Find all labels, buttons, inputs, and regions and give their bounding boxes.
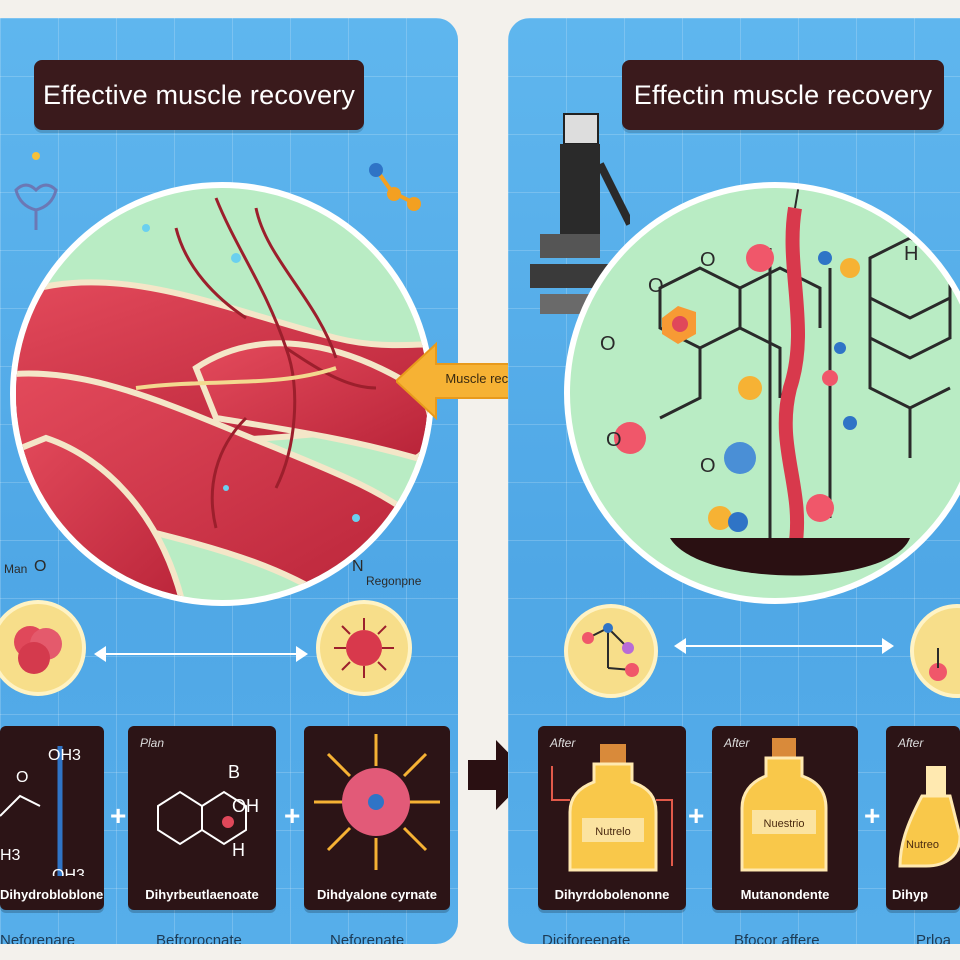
- card-label-r2: Mutanondente: [740, 887, 830, 902]
- chem-letter-o4: O: [606, 429, 622, 451]
- chem-text-oh: OH: [232, 796, 259, 816]
- molecule-icon: [369, 163, 421, 211]
- chem-text-b: B: [228, 762, 240, 782]
- comparison-arrow: [94, 646, 308, 662]
- chem-letter-o5: O: [700, 455, 716, 477]
- card-corner-r2: After: [724, 736, 750, 750]
- side-label-n: N: [352, 558, 364, 575]
- flask-graphic: Nutreo: [898, 766, 960, 868]
- transition-arrow-icon: [468, 740, 530, 810]
- after-cell-circle: [316, 600, 412, 696]
- card-corner-2: Plan: [140, 736, 165, 750]
- side-label-o: O: [34, 558, 47, 575]
- muscle-illustration: [10, 182, 434, 606]
- chem-text-o: O: [16, 769, 28, 786]
- small-molecule-icon: [582, 623, 639, 677]
- burst-cell-graphic: [314, 734, 440, 870]
- supplement-bottle-1: Nutrelo: [551, 744, 673, 872]
- muscle-fibers-graphic: [16, 197, 428, 600]
- molecule-small-circle: [564, 604, 658, 698]
- chem-text-oh3-top: OH3: [48, 747, 81, 764]
- chem-letter-o2: O: [700, 249, 716, 271]
- chem-structure-1: OH3 O H3 OH3: [0, 746, 85, 876]
- molecule-structure-graphic: O O O O O H: [600, 188, 952, 576]
- partial-small-circle: [910, 604, 960, 698]
- chem-structure-2: B OH H: [157, 762, 259, 860]
- card-bottle-1: After Nutrelo Dihyrdobolenonne: [538, 726, 686, 910]
- supplement-bottle-2: Nuestrio: [740, 738, 828, 872]
- right-title: Effectin muscle recovery: [622, 60, 944, 130]
- card-corner-r1: After: [550, 736, 576, 750]
- small-molecule-icon-2: [929, 648, 947, 681]
- uterus-icon: [14, 152, 58, 230]
- chem-letter-h: H: [904, 243, 918, 265]
- bottom-label-r2: Bfocor affere: [734, 932, 820, 944]
- plus-sign: +: [284, 800, 301, 831]
- comparison-arrow-right: [674, 638, 894, 654]
- plus-sign: +: [688, 800, 705, 831]
- left-panel: Effective muscle recovery: [0, 18, 458, 944]
- side-label-man: Man: [4, 562, 28, 576]
- card-label-2: Dihyrbeutlaenoate: [145, 887, 259, 902]
- card-label-r1: Dihyrdobolenonne: [554, 887, 670, 902]
- damaged-cell-icon: [334, 618, 394, 678]
- bottom-label-r1: Diciforeenate: [542, 932, 631, 944]
- plus-sign: +: [110, 800, 127, 831]
- before-cell-circle: [0, 600, 86, 696]
- bottom-label-1: Neforenare: [0, 932, 76, 944]
- bottle-label-1: Nutrelo: [595, 826, 630, 838]
- card-compound-1: OH3 O H3 OH3 Dihydrobloblonene: [0, 726, 104, 910]
- card-compound-3: Dihdyalone cyrnate: [304, 726, 450, 910]
- bottom-label-2: Befrorocnate: [156, 932, 242, 944]
- card-label-r3: Dihyp: [892, 887, 929, 902]
- bottom-label-r3: Prloa: [916, 932, 952, 944]
- side-label-regonpne: Regonpne: [366, 574, 422, 588]
- cell-cluster-icon: [14, 626, 62, 674]
- molecule-illustration: O O O O O H: [564, 182, 960, 604]
- left-title: Effective muscle recovery: [34, 60, 364, 130]
- card-flask-3: After Nutreo Dihyp: [886, 726, 960, 910]
- right-panel: Effectin muscle recovery: [508, 18, 960, 944]
- chem-text-h3: H3: [0, 847, 21, 864]
- card-bottle-2: After Nuestrio Mutanondente: [712, 726, 858, 910]
- chem-text-h: H: [232, 840, 245, 860]
- bottle-label-2: Nuestrio: [764, 818, 805, 830]
- plus-sign: +: [864, 800, 881, 831]
- card-label-3: Dihdyalone cyrnate: [317, 887, 437, 902]
- bottom-label-3: Neforenate: [330, 932, 405, 944]
- card-compound-2: Plan B OH H Dihyrbeutlaenoate: [128, 726, 276, 910]
- chem-text-oh3-bottom: OH3: [52, 867, 85, 876]
- chem-letter-o1: O: [648, 275, 664, 297]
- bottle-label-3: Nutreo: [906, 839, 939, 851]
- chem-letter-o3: O: [600, 333, 616, 355]
- card-corner-r3: After: [898, 736, 924, 750]
- card-label-1: Dihydrobloblonene: [0, 887, 104, 902]
- double-arrow: [396, 341, 586, 421]
